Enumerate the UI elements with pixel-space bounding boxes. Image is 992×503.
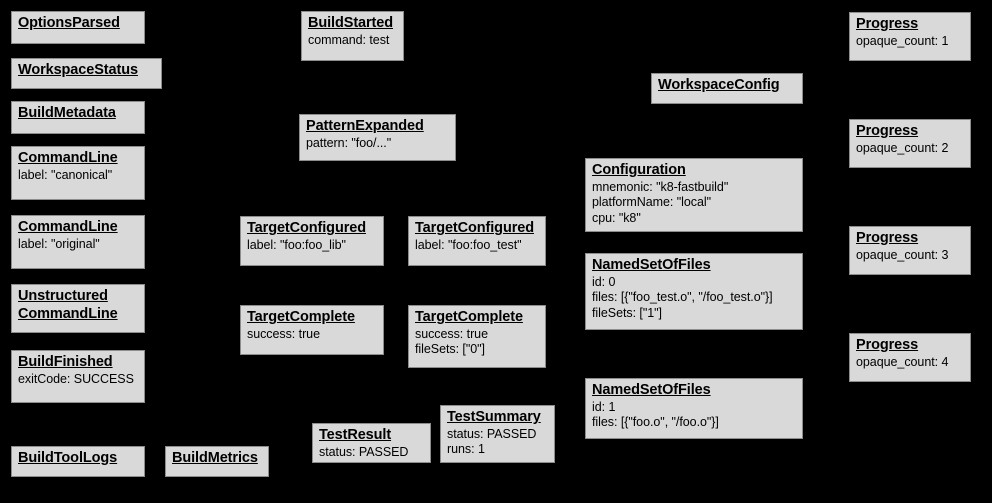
- node-field: fileSets: ["1"]: [592, 305, 662, 320]
- node-title: PatternExpanded: [306, 118, 424, 134]
- node-field: id: 0: [592, 275, 616, 290]
- node-field: files: [{"foo_test.o", "/foo_test.o"}]: [592, 290, 773, 305]
- node-field: success: true: [247, 327, 320, 342]
- node-field: mnemonic: "k8-fastbuild": [592, 180, 729, 195]
- node-field: status: PASSED: [319, 445, 409, 460]
- node-title: TargetConfigured: [415, 220, 534, 236]
- node-title: BuildStarted: [308, 15, 394, 31]
- node-field: opaque_count: 1: [856, 34, 949, 49]
- node-fields: opaque_count: 1: [856, 34, 964, 49]
- node-fields: exitCode: SUCCESS: [18, 372, 138, 387]
- node-fields: mnemonic: "k8-fastbuild"platformName: "l…: [592, 180, 796, 226]
- graph-node-workspace-config[interactable]: WorkspaceConfig: [651, 73, 803, 104]
- node-field: success: true: [415, 327, 488, 342]
- node-title: OptionsParsed: [18, 15, 120, 31]
- node-fields: opaque_count: 2: [856, 141, 964, 156]
- node-field: pattern: "foo/...": [306, 136, 392, 151]
- node-fields: label: "foo:foo_test": [415, 238, 539, 253]
- node-field: label: "foo:foo_lib": [247, 238, 346, 253]
- graph-node-target-complete-foo-lib[interactable]: TargetComplete success: true: [240, 305, 384, 355]
- node-title: BuildFinished: [18, 354, 113, 370]
- node-field: status: PASSED: [447, 427, 537, 442]
- node-title: BuildMetadata: [18, 105, 116, 121]
- node-title: Progress: [856, 337, 919, 353]
- node-field: label: "original": [18, 237, 100, 252]
- node-field: runs: 1: [447, 442, 485, 457]
- node-title: CommandLine: [18, 150, 118, 166]
- node-title: Progress: [856, 16, 919, 32]
- graph-node-progress-4[interactable]: Progress opaque_count: 4: [849, 333, 971, 382]
- node-fields: label: "canonical": [18, 168, 138, 183]
- node-title: Unstructured CommandLine: [18, 288, 118, 322]
- node-field: opaque_count: 2: [856, 141, 949, 156]
- node-field: command: test: [308, 33, 390, 48]
- graph-node-target-configured-foo-test[interactable]: TargetConfigured label: "foo:foo_test": [408, 216, 546, 266]
- node-title: BuildMetrics: [172, 450, 258, 466]
- node-fields: command: test: [308, 33, 397, 48]
- graph-node-workspace-status[interactable]: WorkspaceStatus: [11, 58, 162, 89]
- node-title: TargetComplete: [415, 309, 523, 325]
- node-title: WorkspaceStatus: [18, 62, 138, 78]
- graph-node-pattern-expanded[interactable]: PatternExpanded pattern: "foo/...": [299, 114, 456, 161]
- node-field: label: "canonical": [18, 168, 113, 183]
- node-title: NamedSetOfFiles: [592, 382, 711, 398]
- node-fields: label: "foo:foo_lib": [247, 238, 377, 253]
- node-field: label: "foo:foo_test": [415, 238, 522, 253]
- node-field: cpu: "k8": [592, 210, 641, 225]
- node-field: id: 1: [592, 400, 616, 415]
- node-title: CommandLine: [18, 219, 118, 235]
- node-field: platformName: "local": [592, 195, 711, 210]
- node-field: opaque_count: 4: [856, 355, 949, 370]
- graph-node-build-metadata[interactable]: BuildMetadata: [11, 101, 145, 134]
- node-field: exitCode: SUCCESS: [18, 372, 134, 387]
- node-fields: opaque_count: 4: [856, 355, 964, 370]
- node-title: Progress: [856, 123, 919, 139]
- node-field: fileSets: ["0"]: [415, 342, 485, 357]
- graph-node-build-finished[interactable]: BuildFinished exitCode: SUCCESS: [11, 350, 145, 403]
- graph-node-progress-2[interactable]: Progress opaque_count: 2: [849, 119, 971, 168]
- node-fields: success: true: [247, 327, 377, 342]
- node-title: Progress: [856, 230, 919, 246]
- graph-node-progress-3[interactable]: Progress opaque_count: 3: [849, 226, 971, 275]
- node-title: TestSummary: [447, 409, 541, 425]
- node-title: TestResult: [319, 427, 392, 443]
- node-title: TargetComplete: [247, 309, 355, 325]
- node-title: Configuration: [592, 162, 686, 178]
- node-title: WorkspaceConfig: [658, 77, 780, 93]
- graph-node-build-metrics[interactable]: BuildMetrics: [165, 446, 269, 477]
- graph-node-build-tool-logs[interactable]: BuildToolLogs: [11, 446, 145, 477]
- graph-node-test-result[interactable]: TestResult status: PASSED: [312, 423, 431, 463]
- graph-node-progress-1[interactable]: Progress opaque_count: 1: [849, 12, 971, 61]
- graph-node-options-parsed[interactable]: OptionsParsed: [11, 11, 145, 44]
- node-title: TargetConfigured: [247, 220, 366, 236]
- node-fields: label: "original": [18, 237, 138, 252]
- graph-node-command-line-canonical[interactable]: CommandLine label: "canonical": [11, 146, 145, 200]
- node-title: BuildToolLogs: [18, 450, 118, 466]
- graph-node-target-configured-foo-lib[interactable]: TargetConfigured label: "foo:foo_lib": [240, 216, 384, 266]
- graph-node-unstructured-command-line[interactable]: Unstructured CommandLine: [11, 284, 145, 333]
- node-fields: opaque_count: 3: [856, 248, 964, 263]
- node-fields: pattern: "foo/...": [306, 136, 449, 151]
- node-field: files: [{"foo.o", "/foo.o"}]: [592, 415, 719, 430]
- node-title: NamedSetOfFiles: [592, 257, 711, 273]
- graph-node-build-started[interactable]: BuildStarted command: test: [301, 11, 404, 61]
- node-field: opaque_count: 3: [856, 248, 949, 263]
- node-fields: status: PASSED: [319, 445, 424, 460]
- graph-node-command-line-original[interactable]: CommandLine label: "original": [11, 215, 145, 269]
- graph-node-configuration[interactable]: Configuration mnemonic: "k8-fastbuild"pla…: [585, 158, 803, 232]
